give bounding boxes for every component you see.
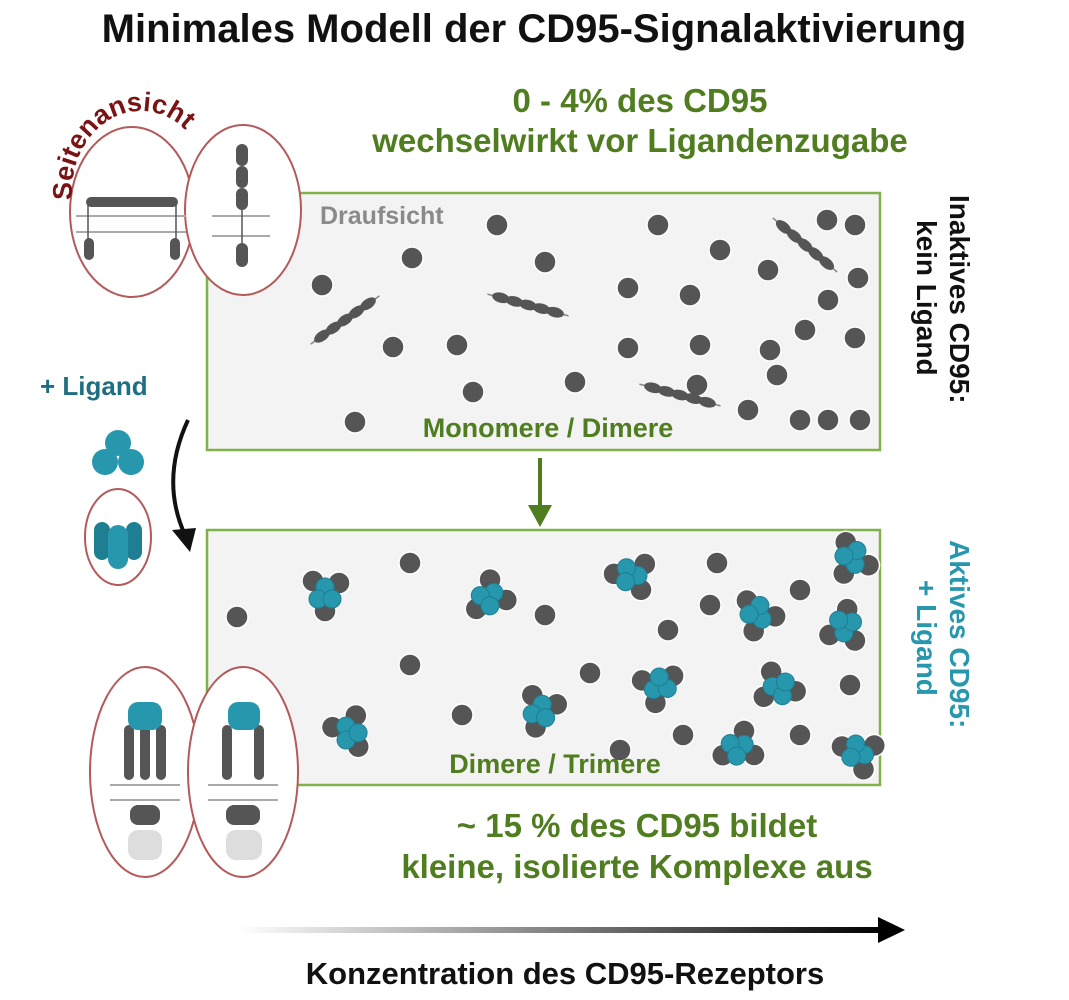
receptor-monomer (816, 408, 840, 432)
receptor-ligand-complex (710, 719, 766, 768)
right-label-bottom-line1: Aktives CD95: (944, 540, 975, 728)
receptor-ligand-complex (817, 597, 867, 653)
axis-label: Konzentration des CD95-Rezeptors (306, 956, 824, 991)
receptor-monomer (698, 593, 722, 617)
side-view-inactive (69, 124, 302, 298)
receptor-ligand-complex (464, 567, 519, 621)
receptor-monomer (765, 363, 789, 387)
receptor-ligand-complex (830, 733, 887, 782)
receptor-ligand-complex (301, 569, 351, 623)
receptor-monomer (343, 410, 367, 434)
receptor-monomer (816, 288, 840, 312)
title: Minimales Modell der CD95-Signalaktivier… (102, 7, 967, 51)
receptor-monomer (788, 578, 812, 602)
receptor-ligand-complex (752, 660, 808, 709)
receptor-monomer (788, 723, 812, 747)
top-panel-label: Monomere / Dimere (423, 413, 674, 443)
receptor-monomer (736, 398, 760, 422)
receptor-ligand-complex (630, 664, 685, 715)
receptor-monomer (758, 338, 782, 362)
bottom-caption-line2: kleine, isolierte Komplexe aus (401, 848, 872, 885)
receptor-monomer (815, 208, 839, 232)
receptor-monomer (461, 380, 485, 404)
receptor-monomer (705, 551, 729, 575)
receptor-ligand-complex (735, 588, 787, 643)
transition-arrow (528, 458, 552, 527)
receptor-monomer (685, 373, 709, 397)
receptor-monomer (310, 273, 334, 297)
receptor-ligand-complex (832, 530, 881, 586)
receptor-monomer (608, 738, 632, 762)
receptor-ligand-complex (520, 683, 569, 740)
receptor-monomer (656, 618, 680, 642)
top-caption-line2: wechselwirkt vor Ligandenzugabe (371, 122, 907, 159)
receptor-monomer (843, 213, 867, 237)
receptor-ligand-complex (320, 703, 370, 759)
receptor-monomer (616, 336, 640, 360)
add-ligand-arrow (171, 419, 196, 552)
receptor-dimer (487, 292, 569, 318)
ligand-trimer-icon (92, 430, 144, 475)
receptor-monomer (445, 333, 469, 357)
side-view-active (89, 666, 299, 878)
right-label-top-line2: kein Ligand (911, 220, 942, 376)
receptor-monomer (398, 551, 422, 575)
receptor-monomer (793, 318, 817, 342)
bottom-panel (205, 528, 882, 787)
receptor-monomer (381, 335, 405, 359)
ligand-side-icon (84, 488, 152, 586)
receptor-monomer (398, 653, 422, 677)
receptor-monomer (563, 370, 587, 394)
receptor-monomer (616, 276, 640, 300)
ligand-label: + Ligand (40, 371, 148, 401)
receptor-monomer (708, 238, 732, 262)
receptor-monomer (400, 246, 424, 270)
top-caption-line1: 0 - 4% des CD95 (513, 82, 768, 119)
receptor-monomer (846, 266, 870, 290)
receptor-monomer (533, 603, 557, 627)
receptor-dimer (310, 295, 380, 345)
receptor-monomer (848, 408, 872, 432)
bottom-caption-line1: ~ 15 % des CD95 bildet (457, 807, 817, 844)
receptor-ligand-complex (602, 552, 657, 602)
top-panel-receptors (310, 208, 872, 434)
receptor-monomer (788, 408, 812, 432)
receptor-monomer (688, 333, 712, 357)
right-label-top-line1: Inaktives CD95: (944, 195, 975, 404)
receptor-monomer (225, 605, 249, 629)
top-view-label: Draufsicht (320, 202, 444, 230)
receptor-monomer (843, 326, 867, 350)
top-panel (205, 191, 882, 452)
right-label-bottom-line2: + Ligand (911, 580, 942, 696)
receptor-dimer (639, 382, 721, 408)
receptor-monomer (756, 258, 780, 282)
receptor-monomer (485, 213, 509, 237)
bottom-panel-receptors (225, 530, 887, 782)
receptor-monomer (671, 723, 695, 747)
receptor-monomer (678, 283, 702, 307)
bottom-panel-label: Dimere / Trimere (449, 749, 661, 779)
receptor-monomer (450, 703, 474, 727)
receptor-monomer (838, 673, 862, 697)
receptor-monomer (646, 213, 670, 237)
receptor-monomer (533, 250, 557, 274)
receptor-monomer (578, 661, 602, 685)
concentration-arrow (237, 917, 905, 943)
receptor-dimer (772, 217, 838, 273)
